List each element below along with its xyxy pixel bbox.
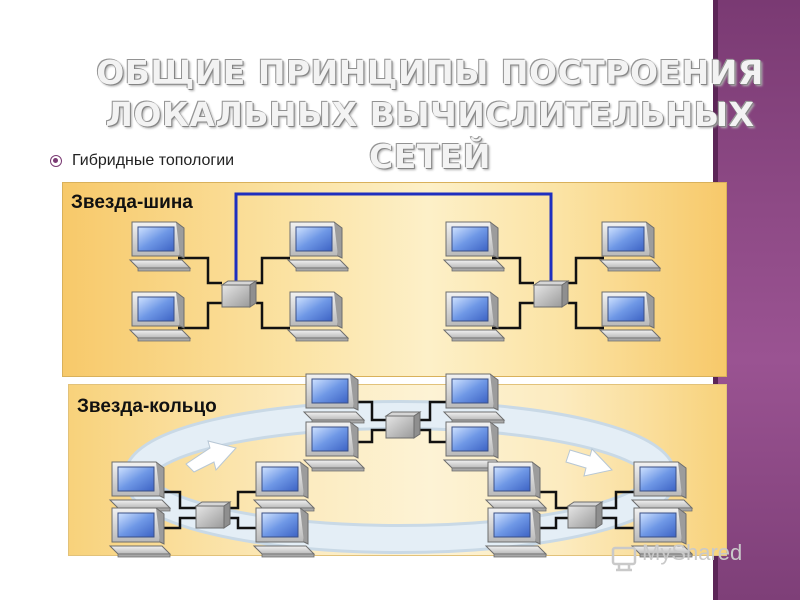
watermark-logo-icon — [611, 546, 637, 572]
hub-icon — [567, 501, 603, 529]
bus-cable — [234, 192, 553, 283]
computer-icon — [443, 373, 505, 424]
star-bus-diagram — [129, 192, 661, 342]
computer-icon — [631, 461, 693, 512]
computer-icon — [129, 291, 191, 342]
hub-icon — [195, 501, 231, 529]
title-line-2: ЛОКАЛЬНЫХ ВЫЧИСЛИТЕЛЬНЫХ СЕТЕЙ — [105, 95, 755, 176]
computer-icon — [443, 291, 505, 342]
ring-arrow-right — [565, 448, 613, 477]
computer-icon — [599, 291, 661, 342]
computer-icon — [109, 507, 171, 558]
computer-icon — [303, 373, 365, 424]
computer-icon — [253, 507, 315, 558]
computer-icon — [287, 221, 349, 272]
watermark-text: MyShared — [642, 540, 743, 565]
bullet-icon — [50, 155, 62, 167]
hub-icon — [533, 280, 569, 308]
computer-icon — [129, 221, 191, 272]
title-line-1: ОБЩИЕ ПРИНЦИПЫ ПОСТРОЕНИЯ — [96, 53, 764, 92]
hub-icon — [221, 280, 257, 308]
computer-icon — [599, 221, 661, 272]
computer-icon — [287, 291, 349, 342]
star-ring-diagram — [109, 373, 693, 558]
bullet-item: Гибридные топологии — [50, 150, 234, 172]
ring-arrow-left — [185, 440, 237, 473]
star-ring-label: Звезда-кольцо — [77, 396, 217, 417]
bullet-text: Гибридные топологии — [72, 152, 235, 169]
computer-icon — [253, 461, 315, 512]
star-bus-label: Звезда-шина — [71, 192, 193, 213]
computer-icon — [303, 421, 365, 472]
hub-icon — [385, 411, 421, 439]
computer-icon — [485, 461, 547, 512]
computer-icon — [485, 507, 547, 558]
star-bus-panel — [62, 182, 727, 377]
slide-title: ОБЩИЕ ПРИНЦИПЫ ПОСТРОЕНИЯ ЛОКАЛЬНЫХ ВЫЧИ… — [80, 52, 780, 178]
computer-icon — [109, 461, 171, 512]
computer-icon — [443, 221, 505, 272]
